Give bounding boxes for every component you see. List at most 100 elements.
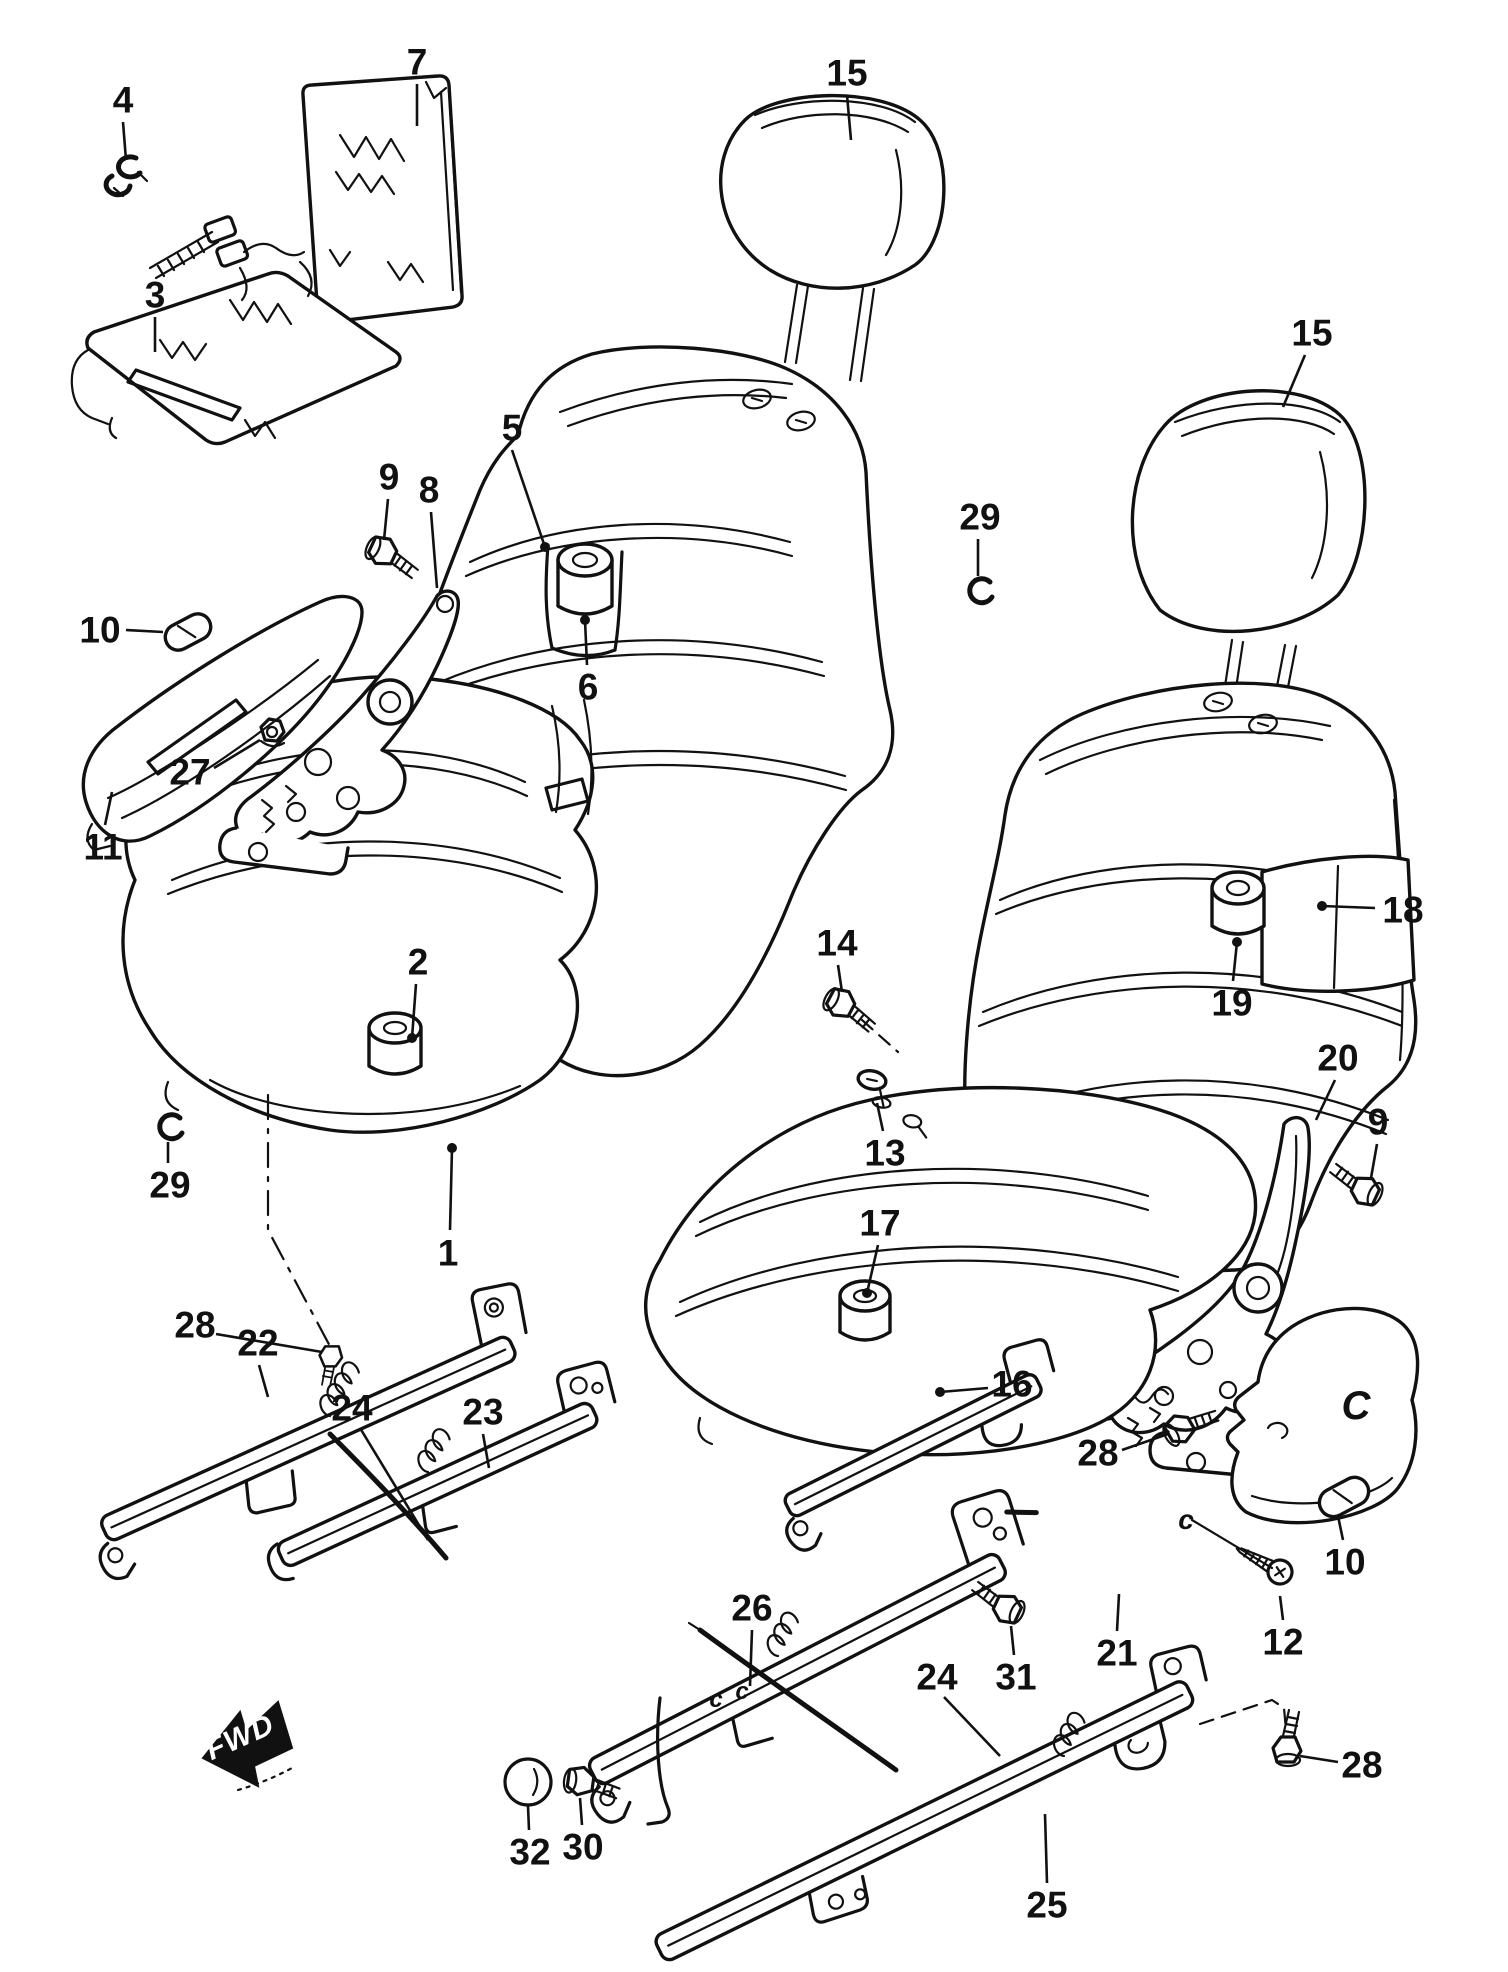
- hook-29-left-icon: [157, 1112, 185, 1142]
- leader-line-14: [836, 964, 844, 993]
- callout-14: 14: [816, 922, 858, 964]
- callout-29: 29: [149, 1164, 191, 1206]
- callout-30: 30: [562, 1826, 604, 1868]
- leader-line-15: [1281, 354, 1307, 408]
- leader-dot-2: [407, 1033, 417, 1043]
- rail-23-drawing: [266, 1360, 617, 1582]
- assembly-line: [266, 1093, 334, 1352]
- callout-2: 2: [407, 941, 429, 983]
- leader-line-30: [578, 1797, 584, 1826]
- grommet-32-icon: [503, 1757, 553, 1807]
- release-rod-drawing: [646, 1696, 671, 1826]
- callout-32: 32: [509, 1831, 551, 1873]
- leader-line-18: [1321, 904, 1376, 910]
- callout-29: 29: [959, 496, 1001, 538]
- leader-dot-1: [447, 1143, 457, 1153]
- leader-line-15: [845, 94, 853, 141]
- leader-line-20: [1314, 1079, 1337, 1121]
- clip-4-icon: [103, 154, 149, 198]
- bolt-28-bottom-icon: [1271, 1708, 1303, 1768]
- leader-line-8: [429, 511, 439, 589]
- leader-line-6: [583, 619, 589, 666]
- callout-24: 24: [916, 1656, 958, 1698]
- leader-dot-18: [1317, 901, 1327, 911]
- leader-dot-19: [1232, 937, 1242, 947]
- spring-icon: [417, 1428, 451, 1474]
- leader-line-5: [510, 449, 547, 548]
- bolt-9-left-icon: [364, 535, 419, 580]
- leader-line-2: [410, 983, 418, 1039]
- left-recliner-drawing: [218, 589, 460, 876]
- callout-5: 5: [501, 407, 523, 449]
- callout-21: 21: [1096, 1632, 1138, 1674]
- leader-line-27: [213, 738, 261, 770]
- right-cushion-drawing: [643, 1086, 1258, 1457]
- callout-1: 1: [437, 1232, 459, 1274]
- leader-dot-16: [935, 1387, 945, 1397]
- leader-line-19: [1231, 941, 1239, 982]
- callout-23: 23: [462, 1391, 504, 1433]
- bolt-28-left-icon: [318, 1345, 344, 1388]
- callout-9: 9: [378, 456, 400, 498]
- callout-15: 15: [1291, 312, 1333, 354]
- stamp-marking-c: c: [735, 1678, 749, 1705]
- leader-line-23: [481, 1433, 491, 1469]
- spring-icon: [319, 1361, 360, 1418]
- callout-11: 11: [83, 826, 123, 868]
- rail-25-drawing: [654, 1644, 1208, 1962]
- leader-line-13: [875, 1102, 885, 1132]
- callout-20: 20: [1317, 1037, 1359, 1079]
- leader-line-9: [1369, 1143, 1379, 1179]
- leader-dot-6: [580, 615, 590, 625]
- stamp-marking-c: c: [709, 1686, 723, 1713]
- assembly-line: [860, 1018, 900, 1054]
- callout-28: 28: [174, 1304, 216, 1346]
- leader-line-10: [1336, 1515, 1345, 1541]
- leader-line-11: [103, 791, 114, 826]
- heater-pad-cushion-drawing: [70, 270, 402, 446]
- callout-18: 18: [1382, 889, 1424, 931]
- leader-line-25: [1043, 1813, 1049, 1884]
- right-headrest-drawing: [1130, 389, 1367, 715]
- callout-12: 12: [1262, 1621, 1304, 1663]
- callout-4: 4: [112, 79, 134, 121]
- nut-27-icon: [259, 717, 286, 748]
- callout-17: 17: [859, 1202, 901, 1244]
- leader-dot-5: [540, 542, 550, 552]
- callout-28: 28: [1077, 1432, 1119, 1474]
- heater-wiring-drawing: [148, 215, 313, 302]
- leader-line-17: [865, 1244, 880, 1294]
- callout-3: 3: [144, 274, 166, 316]
- leader-line-24: [943, 1696, 1001, 1757]
- stamp-marking-c: c: [1178, 1504, 1194, 1535]
- assembly-line: [1198, 1698, 1288, 1732]
- callout-31: 31: [995, 1656, 1037, 1698]
- leader-line-28: [1121, 1432, 1169, 1452]
- callout-27: 27: [169, 751, 211, 793]
- spring-icon: [1052, 1711, 1086, 1758]
- callout-10: 10: [1324, 1541, 1366, 1583]
- leader-line-10: [125, 628, 164, 634]
- shield-11-drawing: [81, 594, 364, 852]
- leader-line-24: [358, 1427, 430, 1541]
- leader-line-4: [121, 121, 128, 161]
- callout-8: 8: [418, 469, 440, 511]
- leader-line-22: [257, 1364, 270, 1398]
- callout-13: 13: [864, 1132, 906, 1174]
- stamp-marking-C: C: [1341, 1384, 1371, 1428]
- leader-line-32: [526, 1805, 531, 1831]
- callout-19: 19: [1211, 982, 1253, 1024]
- callout-16: 16: [991, 1363, 1033, 1405]
- slide-knob-10-right-icon: [1317, 1475, 1371, 1519]
- bushing-6-icon: [544, 542, 624, 658]
- clip-13-icon: [856, 1069, 928, 1139]
- callout-10: 10: [79, 609, 121, 651]
- leader-line-16: [939, 1386, 989, 1394]
- leader-line-12: [1278, 1595, 1285, 1621]
- callout-22: 22: [237, 1322, 279, 1364]
- leader-line-31: [1009, 1625, 1016, 1656]
- right-inner-rail-drawing: [783, 1338, 1056, 1552]
